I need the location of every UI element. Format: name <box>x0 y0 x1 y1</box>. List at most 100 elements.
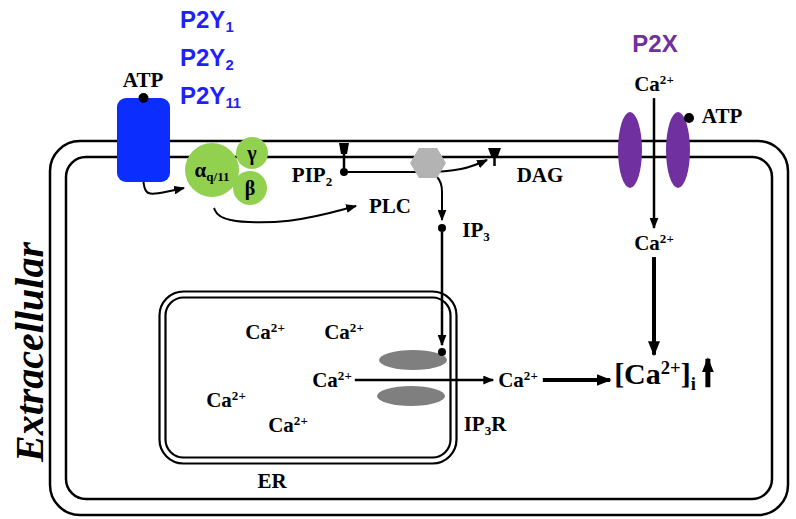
lipid-label: PIP2 <box>292 163 332 187</box>
text-run: 2 <box>225 58 233 74</box>
concentration-label: [Ca2+]i <box>614 357 696 392</box>
node-shape <box>117 98 170 182</box>
text-run: 2+ <box>660 72 674 87</box>
er-membrane-outer <box>160 292 457 464</box>
text-run: 2+ <box>232 388 246 403</box>
pip2-stem <box>343 154 346 168</box>
ligand-label: ATP <box>123 68 163 92</box>
channel-subunit <box>618 112 642 188</box>
dag-stem <box>493 156 496 166</box>
membrane-inner <box>66 157 772 499</box>
node-text: P2X <box>632 30 677 58</box>
subunit-circle <box>233 171 267 205</box>
pip2-dot <box>340 168 348 176</box>
text-run: P2Y <box>180 44 225 71</box>
release-arrow <box>355 379 493 382</box>
signal-arrow <box>214 206 356 222</box>
text-run: Ca <box>634 231 660 255</box>
node-text: IP3R <box>464 412 507 436</box>
ion-label: Ca2+ <box>498 368 538 392</box>
signal-arrow <box>144 182 185 194</box>
er-membrane-inner <box>166 298 451 458</box>
node-text: P2Y11 <box>180 82 241 110</box>
text-run: 2+ <box>271 320 285 335</box>
receptor-subunit <box>379 350 447 370</box>
node-text: P2Y1 <box>180 6 234 34</box>
calcium-flow <box>355 98 708 387</box>
text-run: Extracellular <box>7 242 52 462</box>
flow-arrow <box>652 257 656 355</box>
node-text: γ <box>247 142 256 165</box>
text-run: R <box>491 412 506 436</box>
text-run: Ca <box>634 72 660 96</box>
node-text: αq/11 <box>195 158 230 182</box>
node-text: Ca2+ <box>206 388 246 412</box>
node-text: PLC <box>369 194 411 218</box>
receptor-body <box>117 98 170 182</box>
text-run: 2+ <box>294 413 308 428</box>
region-label: Extracellular <box>7 242 53 462</box>
er-compartment: Ca2+Ca2+Ca2+Ca2+Ca2+ER <box>158 290 458 465</box>
text-run: PLC <box>369 194 411 218</box>
ip3-arrow <box>441 232 444 345</box>
channel-subunit <box>666 112 690 188</box>
node-text: Ca2+ <box>324 320 364 344</box>
text-run: Ca <box>498 368 524 392</box>
text-run: P2Y <box>180 6 225 33</box>
pip2-head <box>339 143 349 154</box>
text-run: P2Y <box>180 82 225 109</box>
text-run: IP <box>462 218 483 242</box>
text-run: [Ca <box>614 357 661 390</box>
hydrolysis-arrow <box>348 172 442 220</box>
ligand-dot <box>684 113 694 123</box>
text-run: DAG <box>517 163 564 187</box>
text-run: Ca <box>245 320 271 344</box>
plc-enzyme: PLC <box>356 146 450 218</box>
text-run: 3 <box>485 423 492 438</box>
text-run: 2+ <box>524 368 538 383</box>
node-shape <box>616 110 694 190</box>
text-run: i <box>691 372 696 393</box>
subunit-circle <box>236 137 268 169</box>
ip3-receptor: IP3R <box>378 348 448 408</box>
text-run: Ca <box>268 413 294 437</box>
ligand-dot <box>438 348 446 356</box>
ion-label: Ca2+ <box>634 72 674 96</box>
node-shape <box>378 348 448 408</box>
node-text: β <box>245 177 256 200</box>
text-run: 2+ <box>661 357 681 378</box>
text-run: 3 <box>483 229 490 244</box>
text-run: IP <box>464 412 485 436</box>
text-run: 2 <box>326 174 333 189</box>
p2y-receptor: P2Y1P2Y2P2Y11 <box>117 98 170 182</box>
text-run: ER <box>257 469 286 493</box>
influx-arrow <box>653 98 656 228</box>
enzyme-hexagon <box>410 148 446 178</box>
text-run: PIP <box>292 163 326 187</box>
membrane-outer <box>50 141 788 515</box>
text-run: Ca <box>324 320 350 344</box>
text-run: q/11 <box>206 169 229 184</box>
text-run: 2+ <box>350 320 364 335</box>
text-run: ATP <box>123 68 163 92</box>
text-run: 2+ <box>660 231 674 246</box>
messenger-label: IP3 <box>462 218 490 242</box>
flow-arrow <box>543 378 610 382</box>
ip3-dot <box>438 224 446 232</box>
lipid-label: DAG <box>517 163 564 187</box>
text-run: α <box>195 158 207 182</box>
text-run: β <box>245 177 256 199</box>
text-run: 11 <box>225 96 241 112</box>
node-text: ER <box>257 469 286 493</box>
g-protein: αq/11 γβ <box>184 136 270 208</box>
receptor-subunit <box>377 386 445 406</box>
text-run: 2+ <box>338 368 352 383</box>
increase-arrow <box>705 359 710 388</box>
ion-label: Ca2+ <box>634 231 674 255</box>
ligand-label: ATP <box>702 104 742 128</box>
p2x-channel: P2X <box>616 110 694 190</box>
